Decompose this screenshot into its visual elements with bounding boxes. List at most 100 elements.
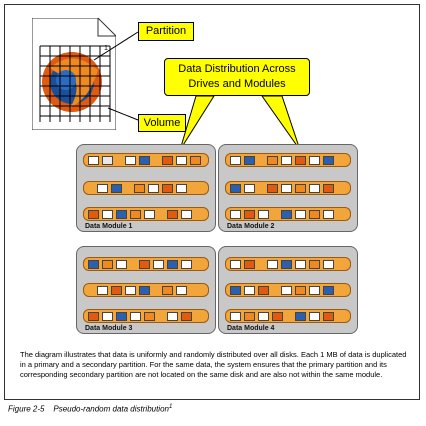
data-chunk (323, 209, 334, 219)
data-chunk (125, 285, 136, 295)
data-chunk (267, 183, 278, 193)
data-chunk (111, 183, 122, 193)
data-chunk (88, 155, 99, 165)
partition-callout: Partition (138, 22, 194, 41)
data-chunk (230, 209, 241, 219)
data-chunk (102, 311, 113, 321)
data-chunk (309, 155, 320, 165)
data-chunk (116, 209, 127, 219)
data-chunk (258, 311, 269, 321)
data-chunk (139, 285, 150, 295)
disk (83, 153, 209, 167)
data-chunk (88, 311, 99, 321)
disk (225, 257, 351, 271)
data-chunk (167, 311, 178, 321)
data-chunk (176, 285, 187, 295)
data-chunk (181, 209, 192, 219)
data-chunk (244, 209, 255, 219)
disk (83, 309, 209, 323)
data-chunk (230, 311, 241, 321)
disk (225, 153, 351, 167)
data-chunk (272, 311, 283, 321)
data-chunk (144, 311, 155, 321)
data-chunk (230, 259, 241, 269)
module-label: Data Module 1 (85, 223, 133, 230)
data-chunk (295, 155, 306, 165)
volume-callout: Volume (138, 114, 186, 132)
data-chunk (130, 209, 141, 219)
data-chunk (181, 311, 192, 321)
data-chunk (230, 155, 241, 165)
disk (83, 283, 209, 297)
data-chunk (323, 311, 334, 321)
data-chunk (88, 259, 99, 269)
data-chunk (181, 259, 192, 269)
data-chunk (167, 209, 178, 219)
data-chunk (281, 155, 292, 165)
figure-caption: Figure 2-5 Pseudo-random data distributi… (8, 404, 172, 414)
data-chunk (309, 183, 320, 193)
disk (225, 283, 351, 297)
data-chunk (258, 285, 269, 295)
data-chunk (244, 259, 255, 269)
volume-page-icon: 1 (32, 18, 116, 130)
data-chunk (230, 285, 241, 295)
data-chunk (281, 209, 292, 219)
data-chunk (323, 259, 334, 269)
disk (83, 181, 209, 195)
data-chunk (97, 285, 108, 295)
data-chunk (162, 155, 173, 165)
data-chunk (153, 259, 164, 269)
data-chunk (267, 259, 278, 269)
module-label: Data Module 3 (85, 325, 133, 332)
data-chunk (309, 209, 320, 219)
data-chunk (144, 209, 155, 219)
data-chunk (309, 311, 320, 321)
description-text: The diagram illustrates that data is uni… (20, 350, 407, 379)
data-module-4: Data Module 4 (218, 246, 358, 334)
data-chunk (309, 259, 320, 269)
data-chunk (162, 183, 173, 193)
figure-title: Pseudo-random data distribution (53, 404, 169, 414)
data-chunk (281, 183, 292, 193)
data-chunk (116, 259, 127, 269)
data-chunk (88, 209, 99, 219)
disk (83, 207, 209, 221)
data-chunk (258, 209, 269, 219)
disk (225, 309, 351, 323)
data-chunk (139, 155, 150, 165)
figure-number: Figure 2-5 (8, 404, 45, 414)
data-chunk (295, 209, 306, 219)
data-chunk (323, 155, 334, 165)
disk (83, 257, 209, 271)
data-chunk (134, 183, 145, 193)
data-chunk (295, 311, 306, 321)
data-chunk (244, 285, 255, 295)
data-chunk (323, 183, 334, 193)
footnote-mark: 1 (168, 404, 173, 410)
data-module-2: Data Module 2 (218, 144, 358, 232)
data-module-3: Data Module 3 (76, 246, 216, 334)
data-chunk (244, 183, 255, 193)
module-label: Data Module 4 (227, 325, 275, 332)
data-chunk (244, 155, 255, 165)
data-chunk (244, 311, 255, 321)
data-chunk (139, 259, 150, 269)
data-chunk (309, 285, 320, 295)
data-chunk (230, 183, 241, 193)
data-chunk (125, 155, 136, 165)
data-chunk (295, 259, 306, 269)
data-chunk (130, 311, 141, 321)
distribution-callout: Data Distribution Across Drives and Modu… (164, 58, 310, 96)
data-chunk (102, 155, 113, 165)
data-chunk (295, 183, 306, 193)
disk (225, 207, 351, 221)
disk (225, 181, 351, 195)
data-chunk (162, 285, 173, 295)
module-label: Data Module 2 (227, 223, 275, 230)
data-chunk (102, 259, 113, 269)
data-chunk (323, 285, 334, 295)
data-chunk (176, 155, 187, 165)
data-chunk (281, 259, 292, 269)
